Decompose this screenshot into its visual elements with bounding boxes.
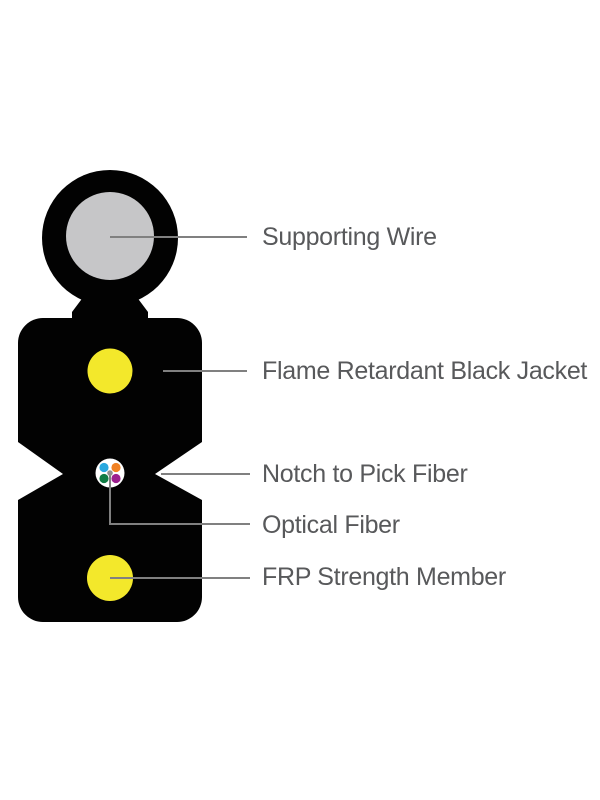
cable-neck-shape <box>72 262 148 320</box>
frp-strength-member-top-shape <box>87 348 133 394</box>
label-frp-strength-member: FRP Strength Member <box>262 563 506 591</box>
label-flame-retardant-black-jacket: Flame Retardant Black Jacket <box>262 357 588 385</box>
optical-fiber-blue-shape <box>99 462 109 473</box>
leader-line-optical-fiber <box>109 473 250 525</box>
label-supporting-wire: Supporting Wire <box>262 223 437 251</box>
label-notch-to-pick-fiber: Notch to Pick Fiber <box>262 460 468 488</box>
optical-fiber-green-shape <box>99 473 109 484</box>
label-optical-fiber: Optical Fiber <box>262 511 400 539</box>
optical-fiber-orange-shape <box>111 462 121 473</box>
fiber-anchor-dot <box>107 470 113 476</box>
optical-fiber-magenta-shape <box>111 473 121 484</box>
